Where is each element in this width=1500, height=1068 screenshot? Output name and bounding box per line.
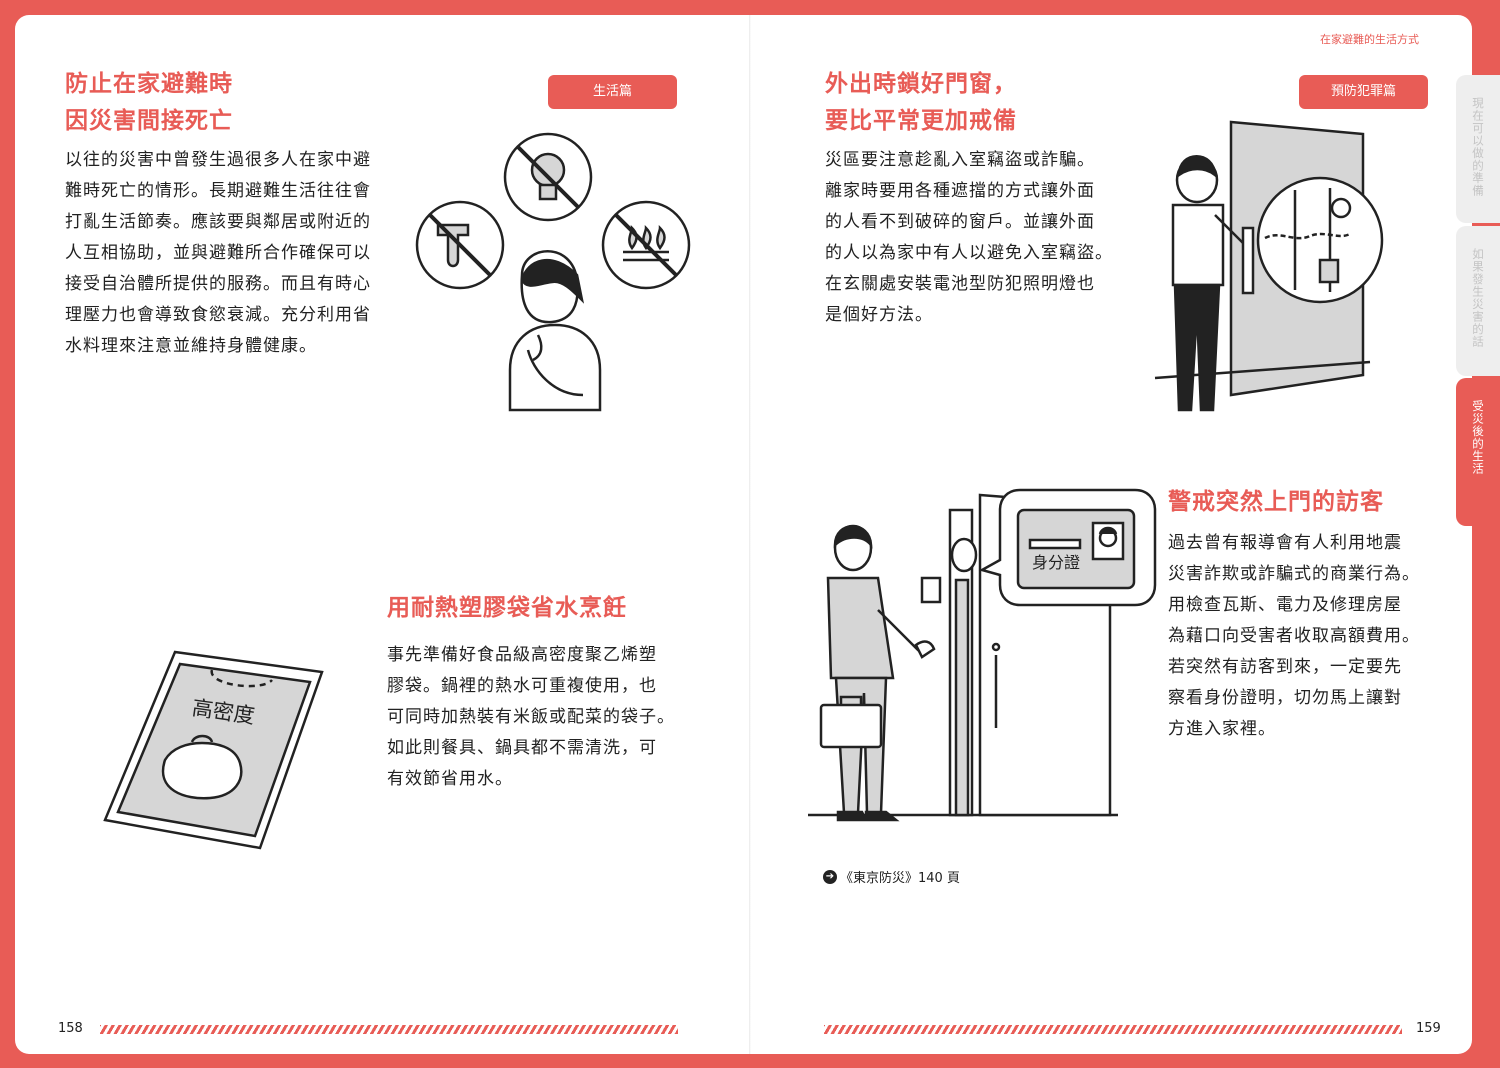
section-title-visitor-warning: 警戒突然上門的訪客	[1168, 489, 1384, 515]
side-tab-label: 如果發生災害的話	[1471, 248, 1485, 348]
running-header: 在家避難的生活方式	[1320, 33, 1419, 46]
section-body-lock-doors: 災區要注意趁亂入室竊盜或詐騙。 離家時要用各種遮擋的方式讓外面 的人看不到破碎的…	[825, 145, 1155, 331]
text-line: 方進入家裡。	[1168, 719, 1276, 739]
category-tag-crime-prevention: 預防犯罪篇	[1299, 75, 1428, 109]
section-body-water-saving: 事先準備好食品級高密度聚乙烯塑 膠袋。鍋裡的熱水可重複使用，也 可同時加熱裝有米…	[387, 640, 727, 795]
no-gas-icon	[601, 200, 691, 290]
text-line: 難時死亡的情形。長期避難生活往往會	[65, 181, 371, 201]
page-number-left: 158	[58, 1021, 83, 1036]
cross-reference[interactable]: ➔ 《東京防災》140 頁	[823, 867, 960, 886]
text-line: 有效節省用水。	[387, 769, 513, 789]
text-line: 察看身份證明，切勿馬上讓對	[1168, 688, 1402, 708]
text-line: 膠袋。鍋裡的熱水可重複使用，也	[387, 676, 657, 696]
text-line: 接受自治體所提供的服務。而且有時心	[65, 274, 371, 294]
lock-door-illustration	[1154, 120, 1384, 412]
no-water-icon	[415, 200, 505, 290]
text-line: 災區要注意趁亂入室竊盜或詐騙。	[825, 150, 1095, 170]
reference-text: 《東京防災》140 頁	[840, 871, 960, 886]
text-line: 以往的災害中曾發生過很多人在家中避	[65, 150, 371, 170]
category-tag-life: 生活篇	[548, 75, 677, 109]
arrow-right-icon: ➔	[823, 869, 837, 884]
side-tab-label: 現在可以做的準備	[1471, 97, 1485, 197]
footer-stripe-left	[100, 1025, 678, 1034]
text-line: 離家時要用各種遮擋的方式讓外面	[825, 181, 1095, 201]
text-line: 的人以為家中有人以避免入室竊盜。	[825, 243, 1113, 263]
side-tab-prepare[interactable]: 現在可以做的準備	[1456, 75, 1500, 223]
text-line: 為藉口向受害者收取高額費用。	[1168, 626, 1420, 646]
text-line: 在玄關處安裝電池型防犯照明燈也	[825, 274, 1095, 294]
text-line: 打亂生活節奏。應該要與鄰居或附近的	[65, 212, 371, 232]
text-line: 用檢查瓦斯、電力及修理房屋	[1168, 595, 1402, 615]
visitor-at-door-illustration	[808, 488, 1157, 822]
page-number-right: 159	[1416, 1021, 1441, 1036]
text-line: 理壓力也會導致食慾衰減。充分利用省	[65, 305, 371, 325]
worried-person	[508, 250, 602, 412]
footer-stripe-right	[824, 1025, 1402, 1034]
title-line: 外出時鎖好門窗，	[825, 71, 1017, 97]
left-page	[15, 15, 750, 1054]
section-title-water-saving: 用耐熱塑膠袋省水烹飪	[387, 595, 627, 621]
section-title-indirect-death: 防止在家避難時 因災害間接死亡	[65, 66, 233, 140]
text-line: 可同時加熱裝有米飯或配菜的袋子。	[387, 707, 675, 727]
text-line: 的人看不到破碎的窗戶。並讓外面	[825, 212, 1095, 232]
text-line: 過去曾有報導會有人利用地震	[1168, 533, 1402, 553]
title-line: 防止在家避難時	[65, 71, 233, 97]
text-line: 如此則餐具、鍋具都不需清洗，可	[387, 738, 657, 758]
text-line: 災害詐欺或詐騙式的商業行為。	[1168, 564, 1420, 584]
text-line: 若突然有訪客到來，一定要先	[1168, 657, 1402, 677]
text-line: 人互相協助，並與避難所合作確保可以	[65, 243, 371, 263]
cooking-bag-illustration	[103, 650, 324, 850]
section-body-indirect-death: 以往的災害中曾發生過很多人在家中避 難時死亡的情形。長期避難生活往往會 打亂生活…	[65, 145, 395, 362]
side-tab-after-disaster[interactable]: 受災後的生活	[1456, 378, 1500, 526]
text-line: 是個好方法。	[825, 305, 933, 325]
text-line: 水料理來注意並維持身體健康。	[65, 336, 317, 356]
side-tab-label: 受災後的生活	[1471, 400, 1485, 475]
id-card-label: 身分證	[1032, 553, 1081, 572]
text-line: 事先準備好食品級高密度聚乙烯塑	[387, 645, 657, 665]
title-line: 因災害間接死亡	[65, 108, 233, 134]
book-gutter	[749, 15, 751, 1054]
side-tab-disaster[interactable]: 如果發生災害的話	[1456, 226, 1500, 376]
section-body-visitor-warning: 過去曾有報導會有人利用地震 災害詐欺或詐騙式的商業行為。 用檢查瓦斯、電力及修理…	[1168, 528, 1453, 745]
worried-person-illustration	[415, 132, 691, 412]
title-line: 要比平常更加戒備	[825, 108, 1017, 134]
no-electricity-icon	[503, 132, 593, 222]
section-title-lock-doors: 外出時鎖好門窗， 要比平常更加戒備	[825, 66, 1017, 140]
